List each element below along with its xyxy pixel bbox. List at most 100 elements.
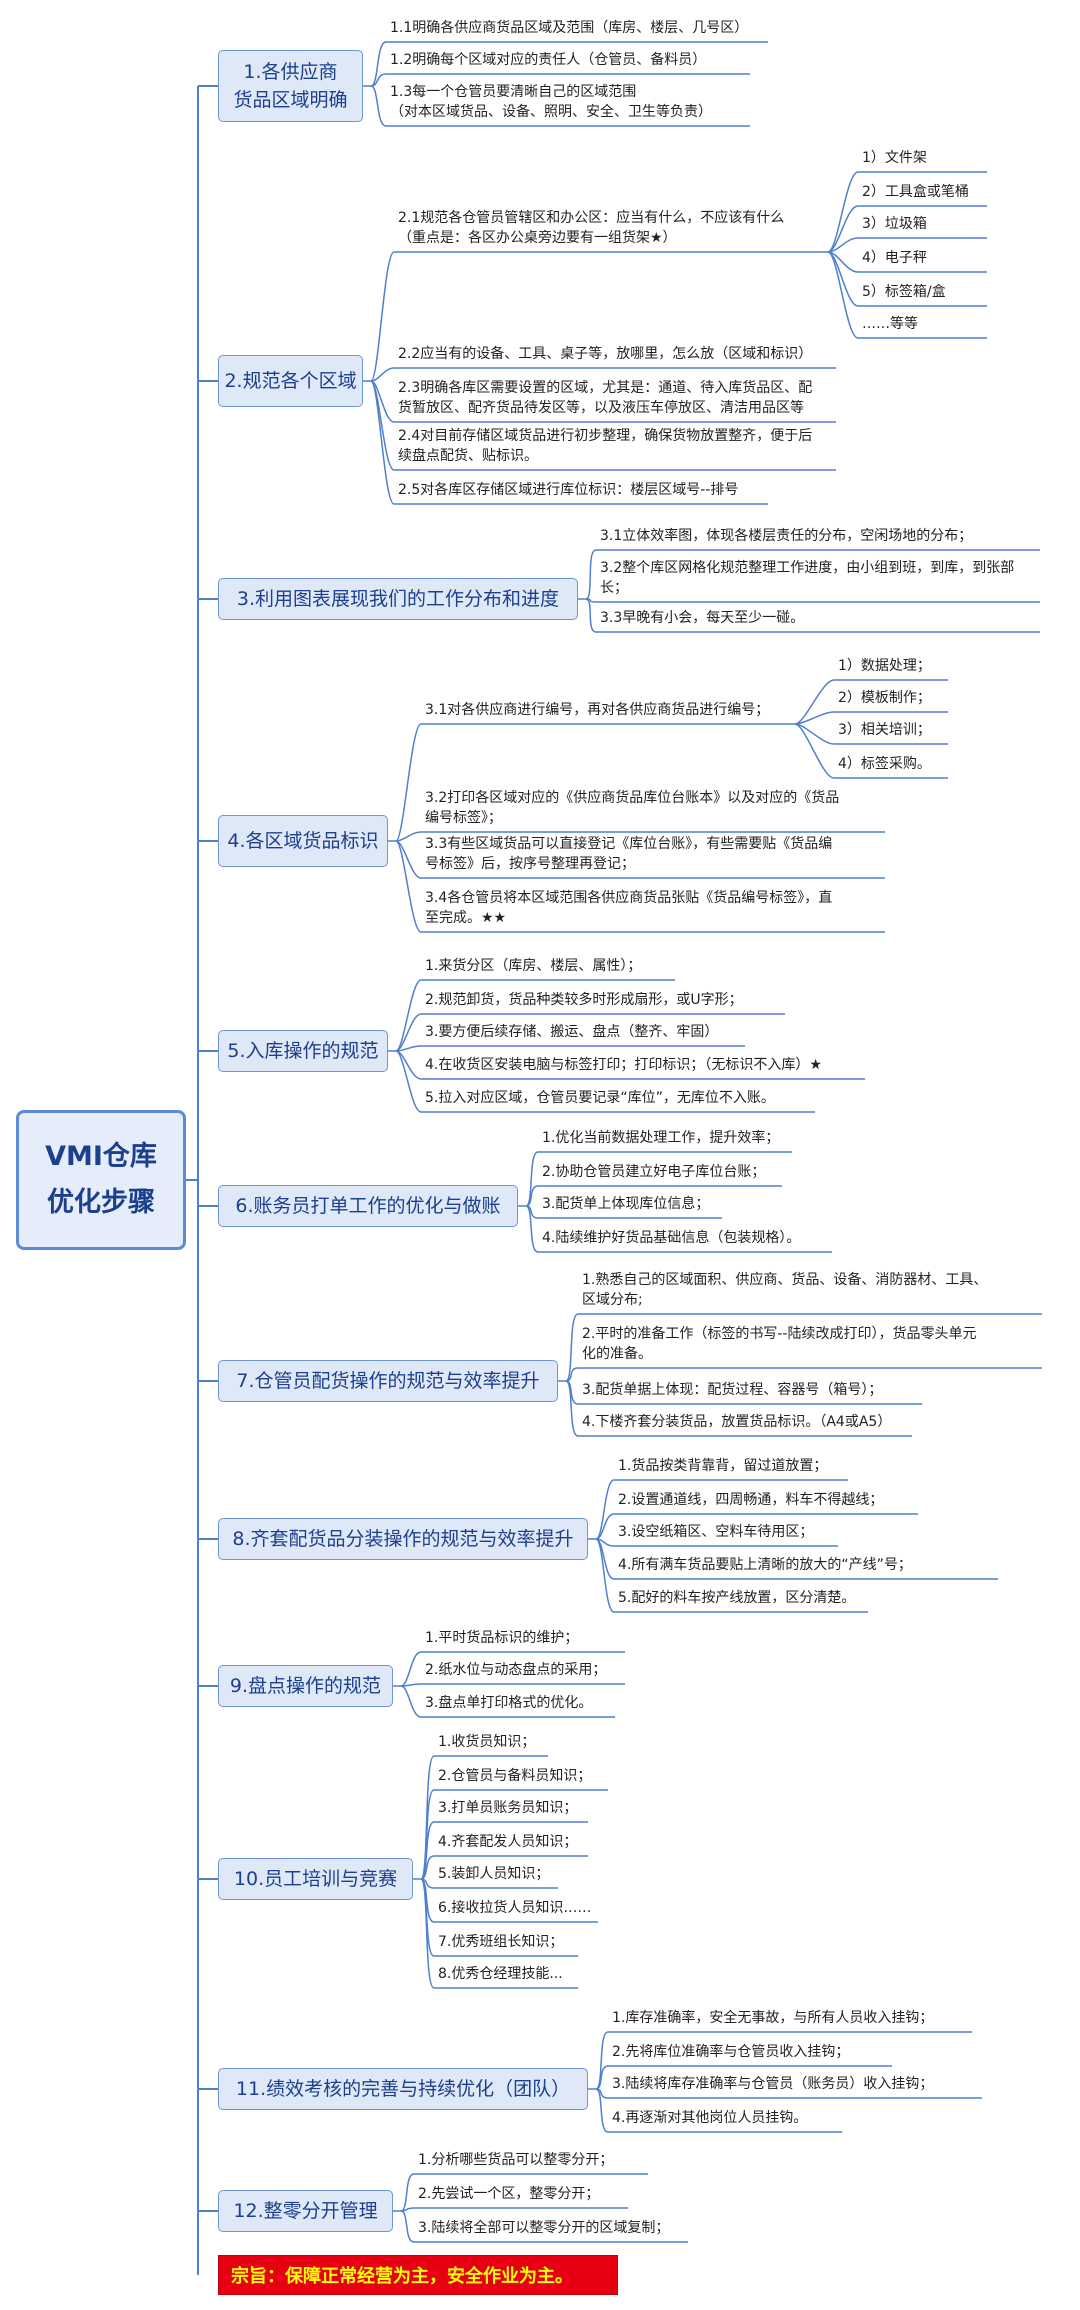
leaf-item[interactable]: 3.陆续将全部可以整零分开的区域复制；: [418, 2218, 669, 2238]
sub-leaf-item[interactable]: ……等等: [862, 316, 918, 332]
section-node-4[interactable]: 4.各区域货品标识: [218, 815, 388, 867]
leaf-text-line: 1.收货员知识；: [438, 1734, 536, 1750]
sub-leaf-item[interactable]: 4）标签采购。: [838, 756, 931, 772]
section-node-10[interactable]: 10.员工培训与竞赛: [218, 1858, 413, 1900]
sub-leaf-item[interactable]: 3）相关培训；: [838, 722, 931, 738]
leaf-text-line: 3.陆续将库存准确率与仓管员（账务员）收入挂钩；: [612, 2076, 934, 2092]
leaf-text-line: 2.设置通道线，四周畅通，料车不得越线；: [618, 1492, 884, 1508]
leaf-text-line: 1.1明确各供应商货品区域及范围（库房、楼层、几号区）: [390, 20, 749, 36]
leaf-item[interactable]: 1.分析哪些货品可以整零分开；: [418, 2150, 613, 2170]
leaf-item[interactable]: 1.熟悉自己的区域面积、供应商、货品、设备、消防器材、工具、区域分布;: [582, 1270, 987, 1310]
leaf-text-line: 化的准备。: [582, 1346, 652, 1362]
leaf-text-line: 续盘点配货、贴标识。: [398, 448, 538, 464]
leaf-item[interactable]: 2.协助仓管员建立好电子库位台账；: [542, 1162, 765, 1182]
leaf-item[interactable]: 1.收货员知识；: [438, 1732, 535, 1752]
leaf-text-line: 3.2整个库区网格化规范整理工作进度，由小组到班，到库，到张部: [600, 560, 1015, 576]
leaf-item[interactable]: 3.2整个库区网格化规范整理工作进度，由小组到班，到库，到张部长；: [600, 558, 1014, 598]
leaf-item[interactable]: 1.库存准确率，安全无事故，与所有人员收入挂钩；: [612, 2008, 933, 2028]
leaf-item[interactable]: 6.接收拉货人员知识……: [438, 1898, 591, 1918]
leaf-item[interactable]: 2.仓管员与备料员知识；: [438, 1766, 591, 1786]
leaf-text-line: 2.5对各库区存储区域进行库位标识：楼层区域号--排号: [398, 482, 739, 498]
leaf-item[interactable]: 4.再逐渐对其他岗位人员挂钩。: [612, 2108, 807, 2128]
leaf-text-line: 7.优秀班组长知识；: [438, 1934, 564, 1950]
sub-leaf-item[interactable]: 5）标签箱/盒: [862, 284, 946, 300]
leaf-item[interactable]: 1.平时货品标识的维护；: [425, 1628, 578, 1648]
sub-leaf-item[interactable]: 1）数据处理；: [838, 658, 931, 674]
leaf-item[interactable]: 1.1明确各供应商货品区域及范围（库房、楼层、几号区）: [390, 18, 748, 38]
leaf-item[interactable]: 1.优化当前数据处理工作，提升效率；: [542, 1128, 779, 1148]
sub-leaf-item[interactable]: 1）文件架: [862, 150, 927, 166]
leaf-text-line: 3.配货单据上体现：配货过程、容器号（箱号）；: [582, 1382, 883, 1398]
leaf-item[interactable]: 3.要方便后续存储、搬运、盘点（整齐、牢固）: [425, 1022, 718, 1042]
sub-leaf-item[interactable]: 4）电子秤: [862, 250, 927, 266]
leaf-item[interactable]: 5.装卸人员知识；: [438, 1864, 549, 1884]
leaf-item[interactable]: 3.配货单上体现库位信息；: [542, 1194, 709, 1214]
leaf-item[interactable]: 8.优秀仓经理技能...: [438, 1964, 563, 1984]
leaf-item[interactable]: 4.下楼齐套分装货品，放置货品标识。（A4或A5）: [582, 1412, 891, 1432]
section-label-line: 7.仓管员配货操作的规范与效率提升: [236, 1370, 540, 1392]
leaf-item[interactable]: 3.盘点单打印格式的优化。: [425, 1693, 592, 1713]
section-label-line: 8.齐套配货品分装操作的规范与效率提升: [232, 1528, 574, 1550]
leaf-item[interactable]: 5.拉入对应区域，仓管员要记录“库位”，无库位不入账。: [425, 1088, 775, 1108]
leaf-item[interactable]: 3.2打印各区域对应的《供应商货品库位台账本》以及对应的《货品编号标签》；: [425, 788, 839, 828]
section-node-5[interactable]: 5.入库操作的规范: [218, 1030, 388, 1072]
leaf-item[interactable]: 2.纸水位与动态盘点的采用；: [425, 1660, 606, 1680]
section-node-1[interactable]: 1.各供应商货品区域明确: [218, 50, 363, 122]
leaf-item[interactable]: 3.陆续将库存准确率与仓管员（账务员）收入挂钩；: [612, 2074, 933, 2094]
section-node-3[interactable]: 3.利用图表展现我们的工作分布和进度: [218, 578, 578, 620]
leaf-item[interactable]: 7.优秀班组长知识；: [438, 1932, 563, 1952]
leaf-item[interactable]: 3.1对各供应商进行编号，再对各供应商货品进行编号；: [425, 700, 769, 720]
section-label-line: 1.各供应商: [243, 61, 338, 83]
leaf-item[interactable]: 1.货品按类背靠背，留过道放置；: [618, 1456, 827, 1476]
leaf-text-line: 2.先将库位准确率与仓管员收入挂钩；: [612, 2044, 850, 2060]
leaf-item[interactable]: 2.设置通道线，四周畅通，料车不得越线；: [618, 1490, 883, 1510]
leaf-item[interactable]: 2.4对目前存储区域货品进行初步整理，确保货物放置整齐，便于后续盘点配货、贴标识…: [398, 426, 812, 466]
leaf-text-line: 2.2应当有的设备、工具、桌子等，放哪里，怎么放（区域和标识）: [398, 346, 813, 362]
leaf-item[interactable]: 3.设空纸箱区、空料车待用区；: [618, 1522, 813, 1542]
section-node-9[interactable]: 9.盘点操作的规范: [218, 1665, 393, 1707]
leaf-item[interactable]: 3.打单员账务员知识；: [438, 1798, 577, 1818]
motto-banner[interactable]: 宗旨：保障正常经营为主，安全作业为主。: [218, 2255, 618, 2295]
leaf-text-line: 1.货品按类背靠背，留过道放置；: [618, 1458, 828, 1474]
sub-leaf-item[interactable]: 2）工具盒或笔桶: [862, 184, 969, 200]
leaf-text-line: 3.打单员账务员知识；: [438, 1800, 578, 1816]
leaf-text-line: 1.2明确每个区域对应的责任人（仓管员、备料员）: [390, 52, 707, 68]
leaf-text-line: 3.设空纸箱区、空料车待用区；: [618, 1524, 814, 1540]
leaf-text-line: 5.拉入对应区域，仓管员要记录“库位”，无库位不入账。: [425, 1090, 775, 1106]
leaf-item[interactable]: 2.3明确各库区需要设置的区域，尤其是：通道、待入库货品区、配货暂放区、配齐货品…: [398, 378, 812, 418]
leaf-item[interactable]: 2.先尝试一个区，整零分开；: [418, 2184, 599, 2204]
section-node-11[interactable]: 11.绩效考核的完善与持续优化（团队）: [218, 2068, 588, 2110]
leaf-item[interactable]: 3.3早晚有小会，每天至少一碰。: [600, 608, 804, 628]
sub-leaf-item[interactable]: 2）模板制作；: [838, 690, 931, 706]
leaf-item[interactable]: 2.规范卸货，货品种类较多时形成扇形，或U字形；: [425, 990, 743, 1010]
leaf-text-line: 3.3有些区域货品可以直接登记《库位台账》，有些需要贴《货品编: [425, 836, 833, 852]
leaf-item[interactable]: 2.1规范各仓管员管辖区和办公区：应当有什么，不应该有什么（重点是：各区办公桌旁…: [398, 208, 784, 248]
section-node-12[interactable]: 12.整零分开管理: [218, 2190, 393, 2232]
section-node-2[interactable]: 2.规范各个区域: [218, 355, 363, 407]
leaf-item[interactable]: 3.配货单据上体现：配货过程、容器号（箱号）；: [582, 1380, 882, 1400]
section-label-line: 12.整零分开管理: [233, 2200, 378, 2222]
sub-leaf-item[interactable]: 3）垃圾箱: [862, 216, 927, 232]
leaf-item[interactable]: 5.配好的料车按产线放置，区分清楚。: [618, 1588, 855, 1608]
leaf-item[interactable]: 2.2应当有的设备、工具、桌子等，放哪里，怎么放（区域和标识）: [398, 344, 812, 364]
root-node[interactable]: VMI仓库 优化步骤: [16, 1110, 186, 1250]
leaf-item[interactable]: 1.3每一个仓管员要清晰自己的区域范围（对本区域货品、设备、照明、安全、卫生等负…: [390, 82, 712, 122]
leaf-item[interactable]: 4.所有满车货品要贴上清晰的放大的“产线”号；: [618, 1555, 912, 1575]
leaf-item[interactable]: 3.3有些区域货品可以直接登记《库位台账》，有些需要贴《货品编号标签》后，按序号…: [425, 834, 832, 874]
leaf-item[interactable]: 3.1立体效率图，体现各楼层责任的分布，空闲场地的分布；: [600, 526, 972, 546]
leaf-text-line: 2.先尝试一个区，整零分开；: [418, 2186, 600, 2202]
leaf-item[interactable]: 4.陆续维护好货品基础信息（包装规格）。: [542, 1228, 800, 1248]
leaf-item[interactable]: 2.先将库位准确率与仓管员收入挂钩；: [612, 2042, 849, 2062]
section-label-line: 10.员工培训与竞赛: [233, 1868, 398, 1890]
leaf-item[interactable]: 2.5对各库区存储区域进行库位标识：楼层区域号--排号: [398, 480, 738, 500]
leaf-item[interactable]: 2.平时的准备工作（标签的书写--陆续改成打印），货品零头单元化的准备。: [582, 1324, 976, 1364]
leaf-item[interactable]: 3.4各仓管员将本区域范围各供应商货品张贴《货品编号标签》，直至完成。★★: [425, 888, 832, 928]
leaf-text-line: 编号标签》；: [425, 810, 502, 826]
leaf-item[interactable]: 1.2明确每个区域对应的责任人（仓管员、备料员）: [390, 50, 706, 70]
leaf-item[interactable]: 4.齐套配发人员知识；: [438, 1832, 577, 1852]
section-node-7[interactable]: 7.仓管员配货操作的规范与效率提升: [218, 1360, 558, 1402]
leaf-item[interactable]: 4.在收货区安装电脑与标签打印；打印标识；（无标识不入库）★: [425, 1055, 822, 1075]
leaf-item[interactable]: 1.来货分区（库房、楼层、属性）；: [425, 956, 641, 976]
section-node-8[interactable]: 8.齐套配货品分装操作的规范与效率提升: [218, 1518, 588, 1560]
section-node-6[interactable]: 6.账务员打单工作的优化与做账: [218, 1185, 518, 1227]
